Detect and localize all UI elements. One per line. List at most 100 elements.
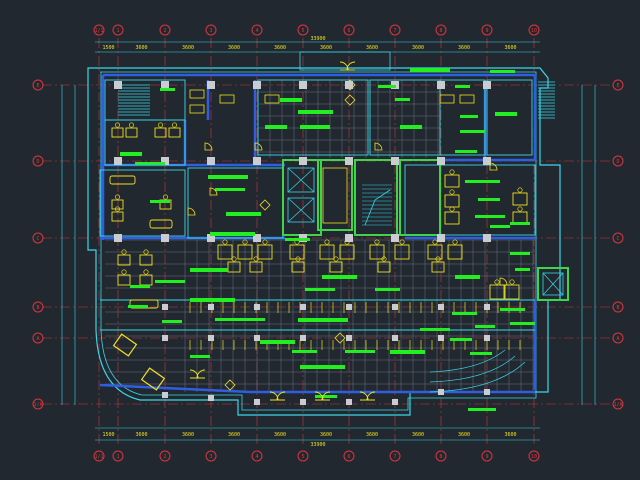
column-icon (483, 81, 491, 89)
elevator-icon (287, 167, 315, 193)
column-icon (208, 395, 214, 401)
axis-bubble-bottom-label: 3 (209, 454, 212, 460)
desk-chair-icon (459, 94, 475, 104)
axis-bubble-right (612, 79, 624, 91)
room-label (475, 325, 495, 328)
axis-bubble-left (32, 232, 44, 244)
axis-bubble-bottom (389, 450, 401, 462)
axis-bubble-top (481, 24, 493, 36)
desk-chair-icon (114, 122, 121, 128)
room-label (500, 308, 525, 311)
column-icon (207, 234, 215, 242)
axis-bubble-right (612, 232, 624, 244)
room-label (215, 318, 245, 321)
column-icon (391, 234, 399, 242)
desk-chair-icon (324, 239, 330, 245)
door-swing-icon (254, 142, 263, 151)
room-label (452, 312, 477, 315)
axis-bubble-top (251, 24, 263, 36)
desk-chair-icon (117, 274, 131, 286)
desk-chair-icon (117, 254, 131, 266)
column-icon (346, 304, 352, 310)
dimension-label-top: 3600 (274, 45, 286, 51)
column-icon (483, 234, 491, 242)
room-label (240, 318, 265, 321)
desk-chair-icon (139, 254, 153, 266)
door-swing-icon (204, 142, 213, 151)
column-icon (253, 81, 261, 89)
room-label (390, 350, 425, 354)
desk-chair-icon (439, 94, 455, 104)
desk-chair-icon (219, 94, 235, 104)
room-label (465, 180, 500, 183)
room-label (455, 275, 480, 279)
column-icon (162, 304, 168, 310)
dimension-label-top: 3600 (228, 45, 240, 51)
column-icon (484, 335, 490, 341)
room-label (120, 152, 142, 156)
dimension-lines (61, 41, 596, 441)
dimension-label-bottom: 3600 (366, 432, 378, 438)
axis-bubble-bottom-label: 8 (439, 454, 442, 460)
room-label (455, 150, 477, 153)
desk-chair-icon (111, 127, 124, 138)
service-core (282, 159, 569, 301)
column-icon (253, 157, 261, 165)
column-icon (161, 157, 169, 165)
column-icon (392, 304, 398, 310)
sofa-icon (149, 219, 173, 229)
column-icon (392, 335, 398, 341)
axis-bubble-layer: 1/11/11122334455667788991010EDCBA1/AEDCB… (32, 24, 624, 462)
room-label (475, 215, 505, 218)
axis-bubble-bottom (251, 450, 263, 462)
dimension-label-bottom: 1500 (102, 432, 114, 438)
desk-chair-icon (262, 239, 268, 245)
axis-bubble-left (32, 332, 44, 344)
room-label (150, 200, 170, 203)
room-label (460, 115, 478, 118)
axis-bubble-bottom-label: 2 (163, 454, 166, 460)
axis-bubble-top (205, 24, 217, 36)
desk-chair-icon (449, 169, 455, 175)
axis-bubble-left-label: E (36, 83, 39, 89)
room-label (315, 395, 337, 398)
desk-chair-icon (319, 244, 335, 260)
column-icon (162, 392, 168, 398)
axis-bubble-top (297, 24, 309, 36)
room-label (190, 355, 210, 358)
fixture-icon (259, 199, 271, 211)
sofa-icon (140, 367, 166, 391)
desk-chair-icon (329, 261, 343, 273)
furniture-layer (109, 79, 528, 391)
desk-chair-icon (339, 244, 355, 260)
room-label (265, 125, 287, 129)
room-label (400, 125, 422, 129)
desk-chair-icon (157, 122, 164, 128)
column-icon (300, 399, 306, 405)
axis-bubble-bottom-label: 7 (393, 454, 396, 460)
axis-bubble-top (159, 24, 171, 36)
dimension-label-top: 3600 (458, 45, 470, 51)
room-label (208, 175, 248, 179)
axis-bubble-left-label: B (36, 305, 39, 311)
axis-bubble-left (32, 155, 44, 167)
axis-bubble-top-label: 8 (439, 28, 442, 34)
desk-chair-icon (394, 244, 410, 260)
axis-bubble-left-label: D (36, 159, 39, 165)
room-label (155, 280, 185, 283)
door-swing-icon (499, 277, 508, 286)
desk-chair-icon (227, 261, 241, 273)
desk-chair-icon (374, 239, 380, 245)
axis-bubble-right-label: B (616, 305, 619, 311)
axis-bubble-right (612, 398, 624, 410)
desk-chair-icon (517, 187, 523, 193)
desk-chair-icon (231, 256, 237, 262)
room-label (190, 268, 228, 272)
room-label (260, 340, 295, 344)
desk-chair-icon (242, 239, 248, 245)
axis-bubble-right (612, 301, 624, 313)
desk-chair-icon (289, 244, 305, 260)
dimension-label-bottom: 3600 (504, 432, 516, 438)
door-swing-icon (196, 369, 206, 379)
room-label (305, 288, 335, 291)
